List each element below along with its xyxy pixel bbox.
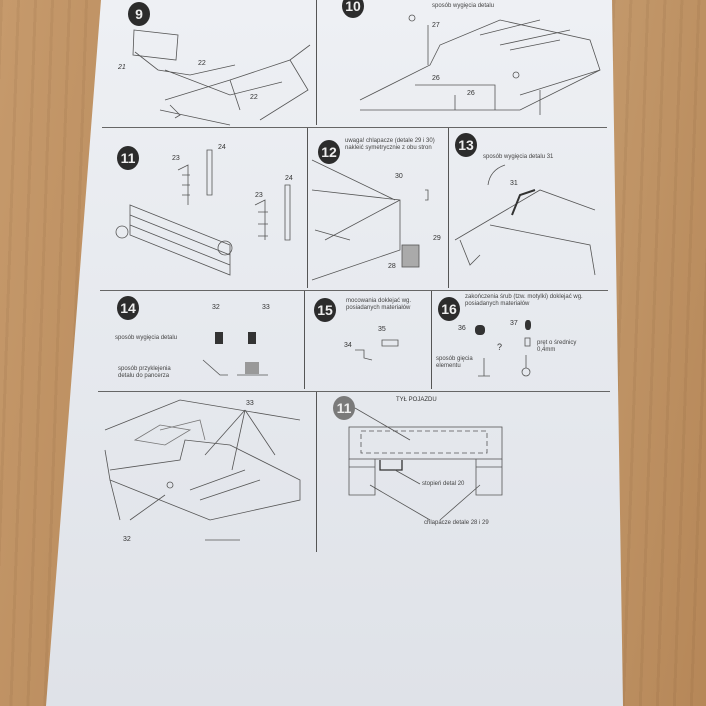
part-label: 32 [212, 304, 220, 311]
part-label: 30 [395, 173, 403, 180]
part-label: 24 [218, 144, 226, 151]
part-label: 22 [198, 60, 206, 67]
divider [448, 128, 449, 288]
attach-icon [245, 362, 259, 374]
divider [100, 290, 608, 291]
step-number-14: 14 [117, 296, 139, 320]
divider [98, 391, 610, 392]
step-number-11: 11 [117, 146, 139, 170]
step-16-note: zakończenia śrub (tzw. motylki) doklejać… [465, 294, 583, 307]
part-32-icon [215, 332, 223, 344]
part-label: 32 [123, 536, 131, 543]
step-number-10: 10 [342, 0, 364, 18]
step-number-9: 9 [128, 2, 150, 26]
step-number-13: 13 [455, 133, 477, 157]
part-label: 36 [458, 325, 466, 332]
part-label: 26 [467, 90, 475, 97]
step-12-note: uwaga! chlapacze (detale 29 i 30) naklei… [345, 138, 435, 151]
part-label: 33 [246, 400, 254, 407]
part-label: 37 [510, 320, 518, 327]
part-33-icon [248, 332, 256, 344]
part-label: 33 [262, 304, 270, 311]
step-number-12: 12 [318, 140, 340, 164]
step-10-note: sposób wygięcia detalu [432, 3, 495, 9]
step-number-rear-11: 11 [333, 396, 355, 420]
divider [316, 392, 317, 552]
divider [316, 0, 317, 125]
part-label: 35 [378, 326, 386, 333]
part-label: 34 [344, 342, 352, 349]
divider [102, 127, 607, 128]
flaps-label: chlapacze detale 28 i 29 [424, 520, 489, 526]
divider [304, 291, 305, 389]
divider [307, 128, 308, 288]
part-label: 26 [432, 75, 440, 82]
step-13-note: sposób wygięcia detalu 31 [483, 154, 554, 160]
part-label: 24 [285, 175, 293, 182]
part-label: 27 [432, 22, 440, 29]
part-label: 21 [118, 64, 126, 71]
rod-note: pręt o średnicy 0,4mm [537, 340, 577, 353]
part-label: 29 [433, 235, 441, 242]
wing-nut-icon [475, 325, 485, 335]
part-label: 23 [172, 155, 180, 162]
step-14-note-bend: sposób wygięcia detalu [115, 335, 178, 341]
question-mark: ? [497, 342, 503, 352]
wing-nut-icon [525, 320, 531, 330]
part-label: 22 [250, 94, 258, 101]
step-number-16: 16 [438, 297, 460, 321]
divider [431, 291, 432, 389]
step-15-note: mocowania doklejać wg. posiadanych mater… [346, 298, 412, 311]
rear-title: TYŁ POJAZDU [396, 397, 437, 403]
part-label: 31 [510, 180, 518, 187]
bend-note: sposób gięcia elementu [436, 356, 473, 369]
step-number-15: 15 [314, 298, 336, 322]
step-14-note-attach: sposób przyklejenia detalu do pancerza [118, 366, 171, 379]
part-label: 28 [388, 263, 396, 270]
part-label: 23 [255, 192, 263, 199]
step-label: stopień detal 20 [422, 481, 465, 487]
